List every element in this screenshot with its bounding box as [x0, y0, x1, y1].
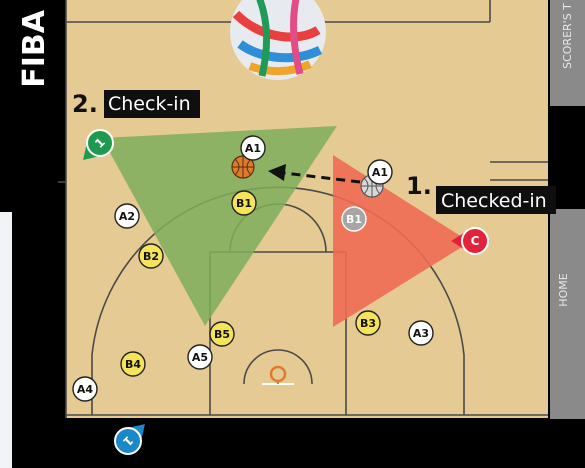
player-a1-right: A1 [367, 159, 393, 185]
left-panel [0, 212, 12, 468]
player-label: B4 [125, 358, 141, 371]
player-b5: B5 [209, 321, 235, 347]
player-b4: B4 [120, 351, 146, 377]
player-marker [209, 321, 235, 347]
referee-label: C [471, 234, 480, 248]
player-label: B1 [346, 213, 362, 226]
step-1-number: 1. [406, 172, 432, 200]
player-marker [408, 320, 434, 346]
step-2-number: 2. [72, 90, 98, 118]
player-label: B3 [360, 317, 376, 330]
step-2-text: Check-in [108, 93, 191, 115]
player-label: B1 [236, 197, 252, 210]
player-a5: A5 [187, 344, 213, 370]
home-panel [550, 209, 585, 419]
scorers-table-panel [550, 0, 585, 106]
referees: 11C [83, 129, 489, 455]
step-1-text: Checked-in [441, 190, 547, 212]
player-marker [114, 203, 140, 229]
player-marker [367, 159, 393, 185]
player-b1: B1 [231, 190, 257, 216]
referee-ref-2: 1 [83, 129, 114, 160]
player-b2: B2 [138, 243, 164, 269]
player-a2: A2 [114, 203, 140, 229]
player-label: A5 [192, 351, 208, 364]
pass-arrow-head [268, 164, 286, 181]
referee-marker [461, 227, 489, 255]
referee-marker [86, 129, 114, 157]
player-marker [138, 243, 164, 269]
referee-marker [114, 427, 142, 455]
player-a4: A4 [72, 376, 98, 402]
player-label: B2 [143, 250, 159, 263]
player-marker [187, 344, 213, 370]
brand-text: FIBA [17, 9, 52, 88]
player-label: A3 [413, 327, 429, 340]
player-label: A1 [245, 142, 261, 155]
referee-ref-1: 1 [114, 424, 145, 455]
player-marker [120, 351, 146, 377]
player-marker [231, 190, 257, 216]
step-2-label: 2. Check-in [72, 90, 200, 118]
pass-arrow-line [283, 171, 361, 184]
fiba-logo-ball [230, 0, 326, 80]
player-b3: B3 [355, 310, 381, 336]
player-a1-top: A1 [240, 135, 266, 161]
referee-ref-c: C [451, 227, 489, 255]
player-label: B5 [214, 328, 230, 341]
player-marker [341, 206, 367, 232]
player-b1-ghost: B1 [341, 206, 367, 232]
player-a3: A3 [408, 320, 434, 346]
player-label: A4 [77, 383, 94, 396]
player-label: A1 [372, 166, 388, 179]
scorers-table-label: SCORER'S T [561, 3, 574, 69]
player-label: A2 [119, 210, 135, 223]
ball-icon [231, 155, 255, 179]
player-marker [72, 376, 98, 402]
checked-in-zone [333, 155, 470, 327]
home-label: HOME [557, 273, 570, 306]
player-marker [240, 135, 266, 161]
player-marker [355, 310, 381, 336]
step-1-label: 1. Checked-in [406, 172, 556, 214]
